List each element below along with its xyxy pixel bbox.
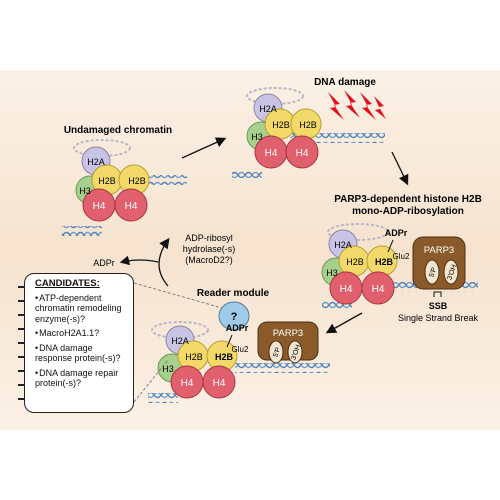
callout-line	[133, 359, 169, 403]
label-h4: H4	[93, 201, 106, 212]
reader-module: ?	[218, 301, 250, 331]
label-h4: H4	[213, 378, 226, 389]
candidates-box: CANDIDATES: ATP-dependent chromatin remo…	[24, 273, 134, 413]
histone-tail	[327, 223, 389, 241]
label-h4: H4	[340, 284, 353, 295]
label-h3: H3	[79, 186, 91, 196]
nucleosome-damaged: H2A H3 H2B H2B H4 H4	[232, 87, 385, 178]
dna-strand	[148, 393, 178, 403]
label-h2a: H2A	[259, 104, 277, 114]
candidates-title: CANDIDATES:	[35, 278, 100, 289]
dna-strand	[232, 168, 262, 178]
label-adpr-released: ADPr	[93, 258, 115, 268]
five-p-pocket	[424, 259, 440, 285]
label-h2b: H2B	[272, 120, 290, 130]
five-p-pocket	[268, 340, 284, 364]
three-oh-pocket	[287, 340, 303, 364]
arrow-to-damage	[181, 137, 227, 159]
nucleosome-undamaged: H2A H3 H2B H2B H4 H4	[62, 139, 187, 236]
label-question: ?	[231, 311, 238, 323]
label-mono-adp: mono-ADP-ribosylation	[352, 206, 464, 217]
notebook-ring	[18, 370, 28, 372]
label-5p: 5'P	[272, 346, 282, 358]
notebook-ring	[18, 342, 28, 344]
notebook-ring	[18, 356, 28, 358]
callout-line	[133, 282, 223, 309]
label-h3: H3	[251, 132, 263, 142]
label-h4: H4	[125, 201, 138, 212]
label-parp3: PARP3	[424, 245, 454, 256]
label-h2a: H2A	[87, 157, 105, 167]
dna-strand	[322, 300, 352, 310]
parp3-enzyme-2: PARP3 5'P 3'OH	[257, 321, 319, 364]
histone-h4	[361, 271, 395, 305]
label-undamaged: Undamaged chromatin	[64, 125, 172, 136]
nucleosome-modified: H2A H3 H2B H2B H4 H4	[321, 223, 478, 310]
dna-strand	[132, 175, 187, 185]
label-hydrolase-1: ADP-ribosyl	[185, 233, 233, 243]
label-h2a: H2A	[334, 240, 352, 250]
ssb-gap-icon	[433, 291, 442, 297]
dna-strand	[62, 226, 102, 236]
label-h4: H4	[265, 148, 278, 159]
label-h2b-modified: H2B	[375, 257, 394, 267]
notebook-ring	[18, 286, 28, 288]
notebook-ring	[18, 300, 28, 302]
arrow-to-parp3	[391, 151, 409, 186]
label-h2b: H2B	[185, 352, 203, 362]
label-h3: H3	[162, 364, 174, 374]
arrow-hydrolase	[158, 237, 170, 287]
label-adpr: ADPr	[226, 323, 249, 333]
candidate-item: MacroH2A1.1?	[35, 328, 129, 339]
histone-h4	[202, 365, 236, 399]
three-oh-pocket	[443, 259, 459, 285]
label-hydrolase-2: hydrolase(-s)	[183, 244, 236, 254]
notebook-ring	[18, 314, 28, 316]
parp3-enzyme: PARP3 5'P 3'OH	[412, 236, 466, 290]
label-3oh: 3'OH	[446, 264, 458, 281]
notebook-ring	[18, 384, 28, 386]
label-reader-module: Reader module	[197, 288, 270, 299]
label-parp3-dependent: PARP3-dependent histone H2B	[334, 194, 482, 205]
reader-protein	[218, 301, 250, 331]
label-h4: H4	[296, 148, 309, 159]
label-h2b: H2B	[346, 257, 364, 267]
label-adpr: ADPr	[385, 228, 408, 238]
label-h4: H4	[372, 284, 385, 295]
label-h2b: H2B	[128, 176, 146, 186]
histone-h4	[285, 135, 319, 169]
label-parp3: PARP3	[273, 328, 303, 339]
label-h4: H4	[181, 378, 194, 389]
label-h2b: H2B	[98, 176, 116, 186]
histone-h4	[114, 188, 148, 222]
candidate-item: DNA damage response protein(-s)?	[35, 343, 129, 364]
adpr-link	[387, 239, 394, 253]
nucleosome-reader: H2A H3 H2B H2B H4 H4	[148, 321, 330, 403]
label-hydrolase-3: (MacroD2?)	[185, 255, 233, 265]
arrow-adpr-release	[119, 255, 159, 266]
label-glu2: Glu2	[393, 252, 410, 261]
candidate-item: ATP-dependent chromatin remodeling enzym…	[35, 293, 129, 325]
label-5p: 5'P	[428, 266, 438, 278]
dna-strand	[235, 363, 330, 373]
label-h2b-modified: H2B	[215, 352, 234, 362]
candidate-item: DNA damage repair protein(-s)?	[35, 368, 129, 389]
notebook-ring	[18, 398, 28, 400]
label-3oh: 3'OH	[290, 344, 302, 361]
label-dna-damage: DNA damage	[314, 77, 376, 88]
dna-strand	[290, 133, 385, 143]
label-ssb-full: Single Strand Break	[398, 313, 479, 323]
lightning-icon	[328, 90, 386, 120]
label-h2a: H2A	[171, 336, 189, 346]
label-h2b: H2B	[299, 120, 317, 130]
adpr-link	[226, 334, 233, 348]
label-ssb: SSB	[429, 301, 448, 311]
notebook-ring	[18, 328, 28, 330]
arrow-to-reader	[325, 312, 363, 334]
label-glu2: Glu2	[232, 345, 249, 354]
label-h3: H3	[326, 268, 338, 278]
